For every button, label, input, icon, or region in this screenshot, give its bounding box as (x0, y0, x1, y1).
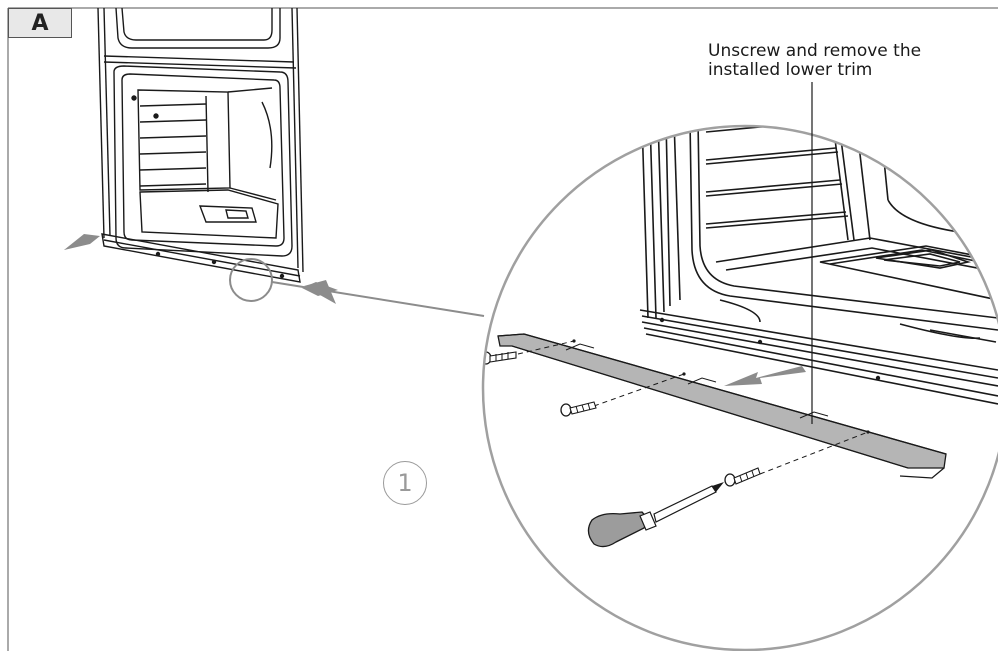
callout-line-2: installed lower trim (708, 60, 873, 80)
detail-magnifier-circle (481, 124, 998, 651)
step-number-badge: 1 (383, 461, 427, 505)
screw-middle-icon (560, 401, 597, 417)
removal-arrow-icon (724, 366, 806, 386)
detail-connector-line (271, 281, 485, 317)
detail-locator-circle (229, 258, 273, 302)
panel-label: A (8, 8, 72, 38)
callout-text: Unscrew and remove the installed lower t… (708, 42, 988, 80)
detail-view (483, 126, 998, 548)
page-frame (7, 7, 998, 651)
oven-overview (97, 7, 304, 283)
callout-line-1: Unscrew and remove the (708, 41, 922, 61)
screwdriver-icon (587, 482, 724, 548)
lower-trim (497, 333, 947, 479)
screw-bottom-icon (724, 467, 761, 487)
